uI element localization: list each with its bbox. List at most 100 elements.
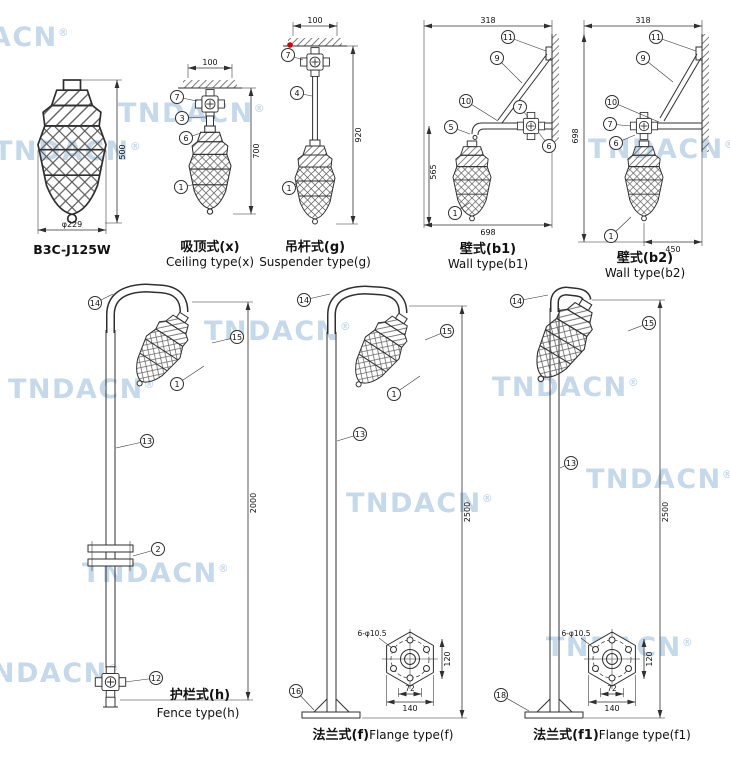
svg-text:12: 12 <box>151 674 161 683</box>
callout-15: 15 <box>424 324 454 341</box>
svg-text:13: 13 <box>355 430 365 439</box>
label-en: Wall type(b2) <box>605 266 685 280</box>
svg-text:2: 2 <box>155 545 160 554</box>
figure-wall-type-b2: 318 698 450 11 9 10 7 6 1 壁式(b2) Wall ty… <box>571 16 709 280</box>
svg-text:6: 6 <box>183 134 188 143</box>
figure-fence-type: 2000 14 15 1 13 2 12 护栏式(h) Fence type(h… <box>87 283 258 720</box>
wall-hatch <box>552 34 559 142</box>
callout-7: 7 <box>281 48 304 62</box>
svg-text:13: 13 <box>142 437 152 446</box>
callout-1: 1 <box>448 202 470 220</box>
callout-13: 13 <box>559 456 578 470</box>
callout-5: 5 <box>444 120 471 135</box>
dim-width: 100 <box>202 58 217 67</box>
wall-anchor-plate <box>545 46 553 61</box>
callout-14: 14 <box>510 294 549 308</box>
label-en: Fence type(h) <box>157 706 240 720</box>
ceiling-hatch <box>183 80 237 88</box>
svg-text:6: 6 <box>613 139 618 148</box>
svg-text:15: 15 <box>644 319 654 328</box>
flange-bolt-detail: 6-φ10.5 72 140 120 <box>357 628 452 713</box>
label-cn: 吊杆式(g) <box>285 239 345 255</box>
wall-anchor-plate <box>695 46 703 61</box>
callout-11: 11 <box>501 30 547 52</box>
label-combined: 法兰式(f1)Flange type(f1) <box>533 727 691 743</box>
svg-text:1: 1 <box>391 390 396 399</box>
figure-ceiling-type: 100 700 7 3 6 1 吸顶式(x) Ceiling type(x) <box>166 58 261 269</box>
callout-13: 13 <box>115 434 154 449</box>
svg-text:15: 15 <box>442 327 452 336</box>
flange-base-plate <box>524 711 584 719</box>
lamp-drawing <box>520 290 607 394</box>
callout-18: 18 <box>494 688 530 712</box>
callout-7: 7 <box>603 117 632 131</box>
lamp-drawing <box>339 304 421 398</box>
label-combined: 法兰式(f)Flange type(f) <box>313 727 454 743</box>
figure-flange-type-f: 2500 14 15 1 13 16 6-φ10.5 72 140 120 <box>289 285 472 743</box>
callout-1: 1 <box>604 216 632 243</box>
dim-height: 2000 <box>249 493 258 513</box>
junction-box <box>300 47 330 77</box>
dim-side: 120 <box>443 651 452 666</box>
svg-text:18: 18 <box>496 691 506 700</box>
callout-1: 1 <box>387 375 421 401</box>
dim-diameter: φ229 <box>62 220 83 229</box>
svg-text:10: 10 <box>461 97 471 106</box>
label-cn: 壁式(b1) <box>460 241 516 257</box>
svg-text:1: 1 <box>174 380 179 389</box>
callout-7: 7 <box>513 100 529 118</box>
callout-15: 15 <box>627 316 656 332</box>
dim-height: 2500 <box>661 502 670 522</box>
svg-text:7: 7 <box>517 103 522 112</box>
svg-text:7: 7 <box>607 120 612 129</box>
lamp-drawing <box>624 140 664 222</box>
callout-4: 4 <box>290 86 313 100</box>
svg-text:5: 5 <box>448 123 453 132</box>
wall-hatch <box>702 34 709 152</box>
lamp-drawing <box>294 139 336 225</box>
callout-16: 16 <box>289 684 315 711</box>
lamp-drawing <box>188 125 232 215</box>
callout-10: 10 <box>459 94 499 122</box>
dim-width: 140 <box>604 704 619 713</box>
svg-text:14: 14 <box>512 297 522 306</box>
svg-text:7: 7 <box>285 51 290 60</box>
red-marker-dot <box>287 42 293 48</box>
label-en: Wall type(b1) <box>448 257 528 271</box>
callout-9: 9 <box>490 51 523 84</box>
junction-box <box>629 111 659 141</box>
svg-text:9: 9 <box>494 54 499 63</box>
figure-wall-type-b1: 318 698 565 11 9 10 5 7 6 1 壁式(b1) <box>423 16 559 271</box>
callout-6: 6 <box>538 132 556 153</box>
label-cn: 壁式(b2) <box>617 250 673 266</box>
callout-15: 15 <box>211 330 244 344</box>
dim-height: 500 <box>118 144 127 159</box>
dim-height: 700 <box>252 143 261 158</box>
svg-text:1: 1 <box>608 232 613 241</box>
label-cn: 护栏式(h) <box>170 687 230 703</box>
callout-10: 10 <box>605 95 660 123</box>
svg-text:14: 14 <box>90 299 100 308</box>
figure-flange-type-f1: 2500 14 15 13 18 6-φ10.5 72 140 120 法兰式(… <box>494 286 691 743</box>
fence-clamp <box>87 544 134 553</box>
bolt-spec: 6-φ10.5 <box>561 629 590 638</box>
hanging-hook <box>472 135 478 140</box>
figure-suspender-type: 100 920 7 4 1 吊杆式(g) Suspender type(g) <box>259 16 371 269</box>
svg-text:16: 16 <box>291 687 301 696</box>
lamp-drawing <box>120 303 202 397</box>
junction-box <box>516 111 546 141</box>
svg-text:7: 7 <box>174 93 179 102</box>
svg-text:4: 4 <box>294 89 299 98</box>
callout-1: 1 <box>170 365 205 391</box>
svg-text:1: 1 <box>178 183 183 192</box>
brace-rod <box>497 53 548 121</box>
flange-base-plate <box>301 711 361 719</box>
label-cn: 吸顶式(x) <box>180 239 239 255</box>
dim-side: 698 <box>571 128 580 143</box>
svg-text:3: 3 <box>179 114 184 123</box>
callout-7: 7 <box>170 90 198 104</box>
junction-box <box>94 666 127 698</box>
ceiling-hatch <box>288 38 342 46</box>
